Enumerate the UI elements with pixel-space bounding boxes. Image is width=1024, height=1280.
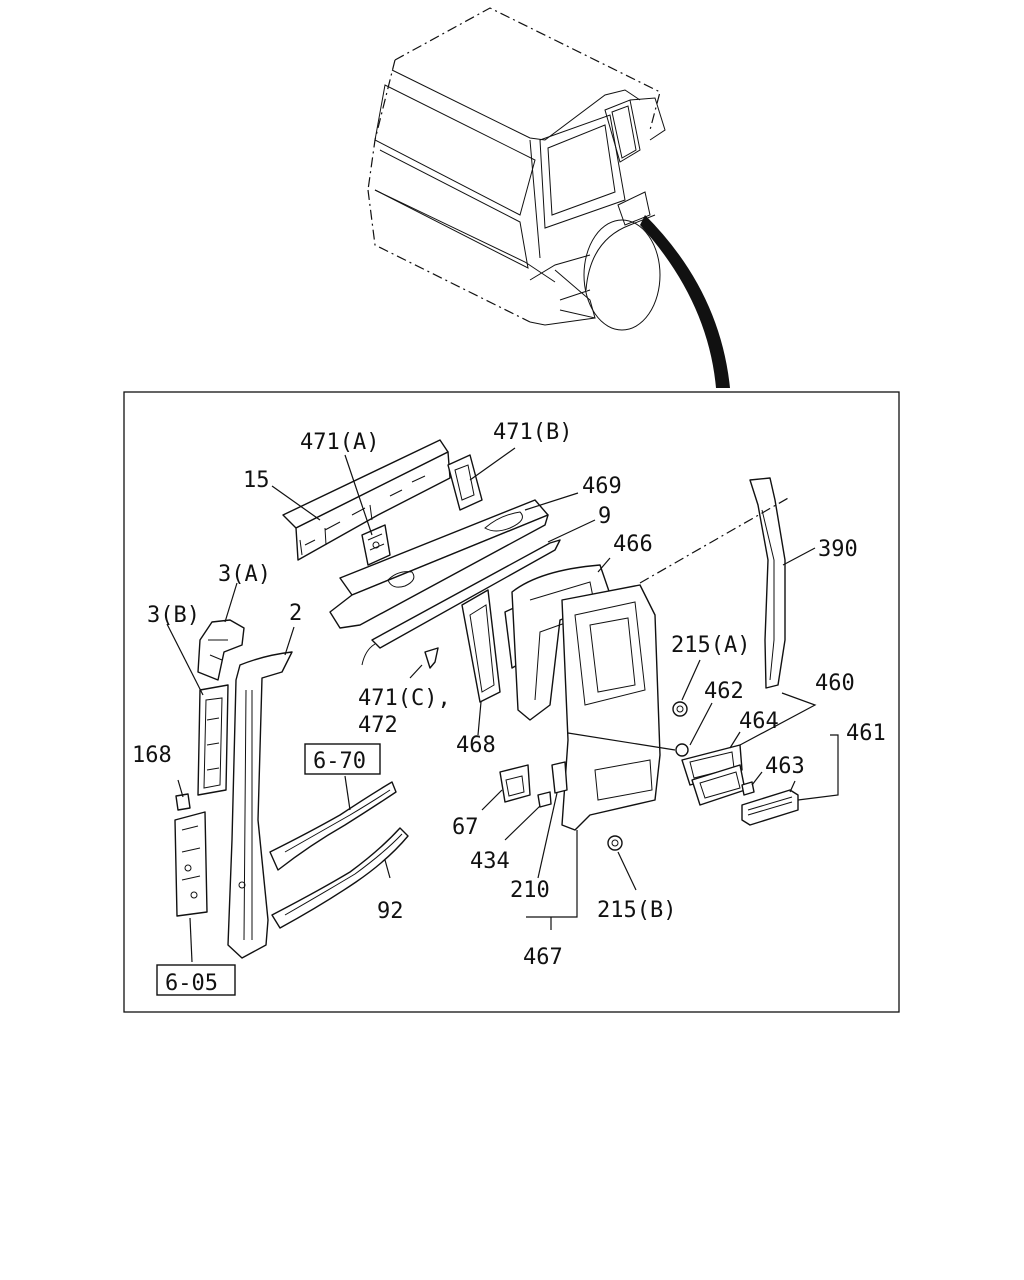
label-468: 468 bbox=[456, 733, 496, 758]
leader-lines bbox=[166, 447, 839, 963]
label-3a: 3(A) bbox=[218, 562, 271, 587]
label-469: 469 bbox=[582, 474, 622, 499]
ref-box-6-05 bbox=[156, 964, 236, 996]
label-390: 390 bbox=[818, 537, 858, 562]
label-9: 9 bbox=[598, 504, 611, 529]
label-2: 2 bbox=[289, 601, 302, 626]
label-461: 461 bbox=[846, 721, 886, 746]
label-462: 462 bbox=[704, 679, 744, 704]
label-471c: 471(C), bbox=[358, 686, 451, 711]
label-215a: 215(A) bbox=[671, 633, 750, 658]
label-434: 434 bbox=[470, 849, 510, 874]
label-467: 467 bbox=[523, 945, 563, 970]
label-215b: 215(B) bbox=[597, 898, 676, 923]
label-92: 92 bbox=[377, 899, 404, 924]
callout-labels: 471(A) 471(B) 15 469 9 466 390 3(A) 3(B)… bbox=[132, 420, 886, 996]
label-472: 472 bbox=[358, 713, 398, 738]
label-168: 168 bbox=[132, 743, 172, 768]
label-460: 460 bbox=[815, 671, 855, 696]
label-463: 463 bbox=[765, 754, 805, 779]
vehicle-overview bbox=[367, 7, 730, 388]
label-15: 15 bbox=[243, 468, 270, 493]
label-471a: 471(A) bbox=[300, 430, 379, 455]
label-466: 466 bbox=[613, 532, 653, 557]
label-471b: 471(B) bbox=[493, 420, 572, 445]
label-3b: 3(B) bbox=[147, 603, 200, 628]
label-464: 464 bbox=[739, 709, 779, 734]
parts bbox=[174, 439, 799, 959]
label-67: 67 bbox=[452, 815, 479, 840]
label-6-05: 6-05 bbox=[165, 971, 218, 996]
diagram-frame bbox=[123, 391, 900, 1013]
label-210: 210 bbox=[510, 878, 550, 903]
ref-box-6-70 bbox=[304, 743, 381, 775]
label-6-70: 6-70 bbox=[313, 749, 366, 774]
